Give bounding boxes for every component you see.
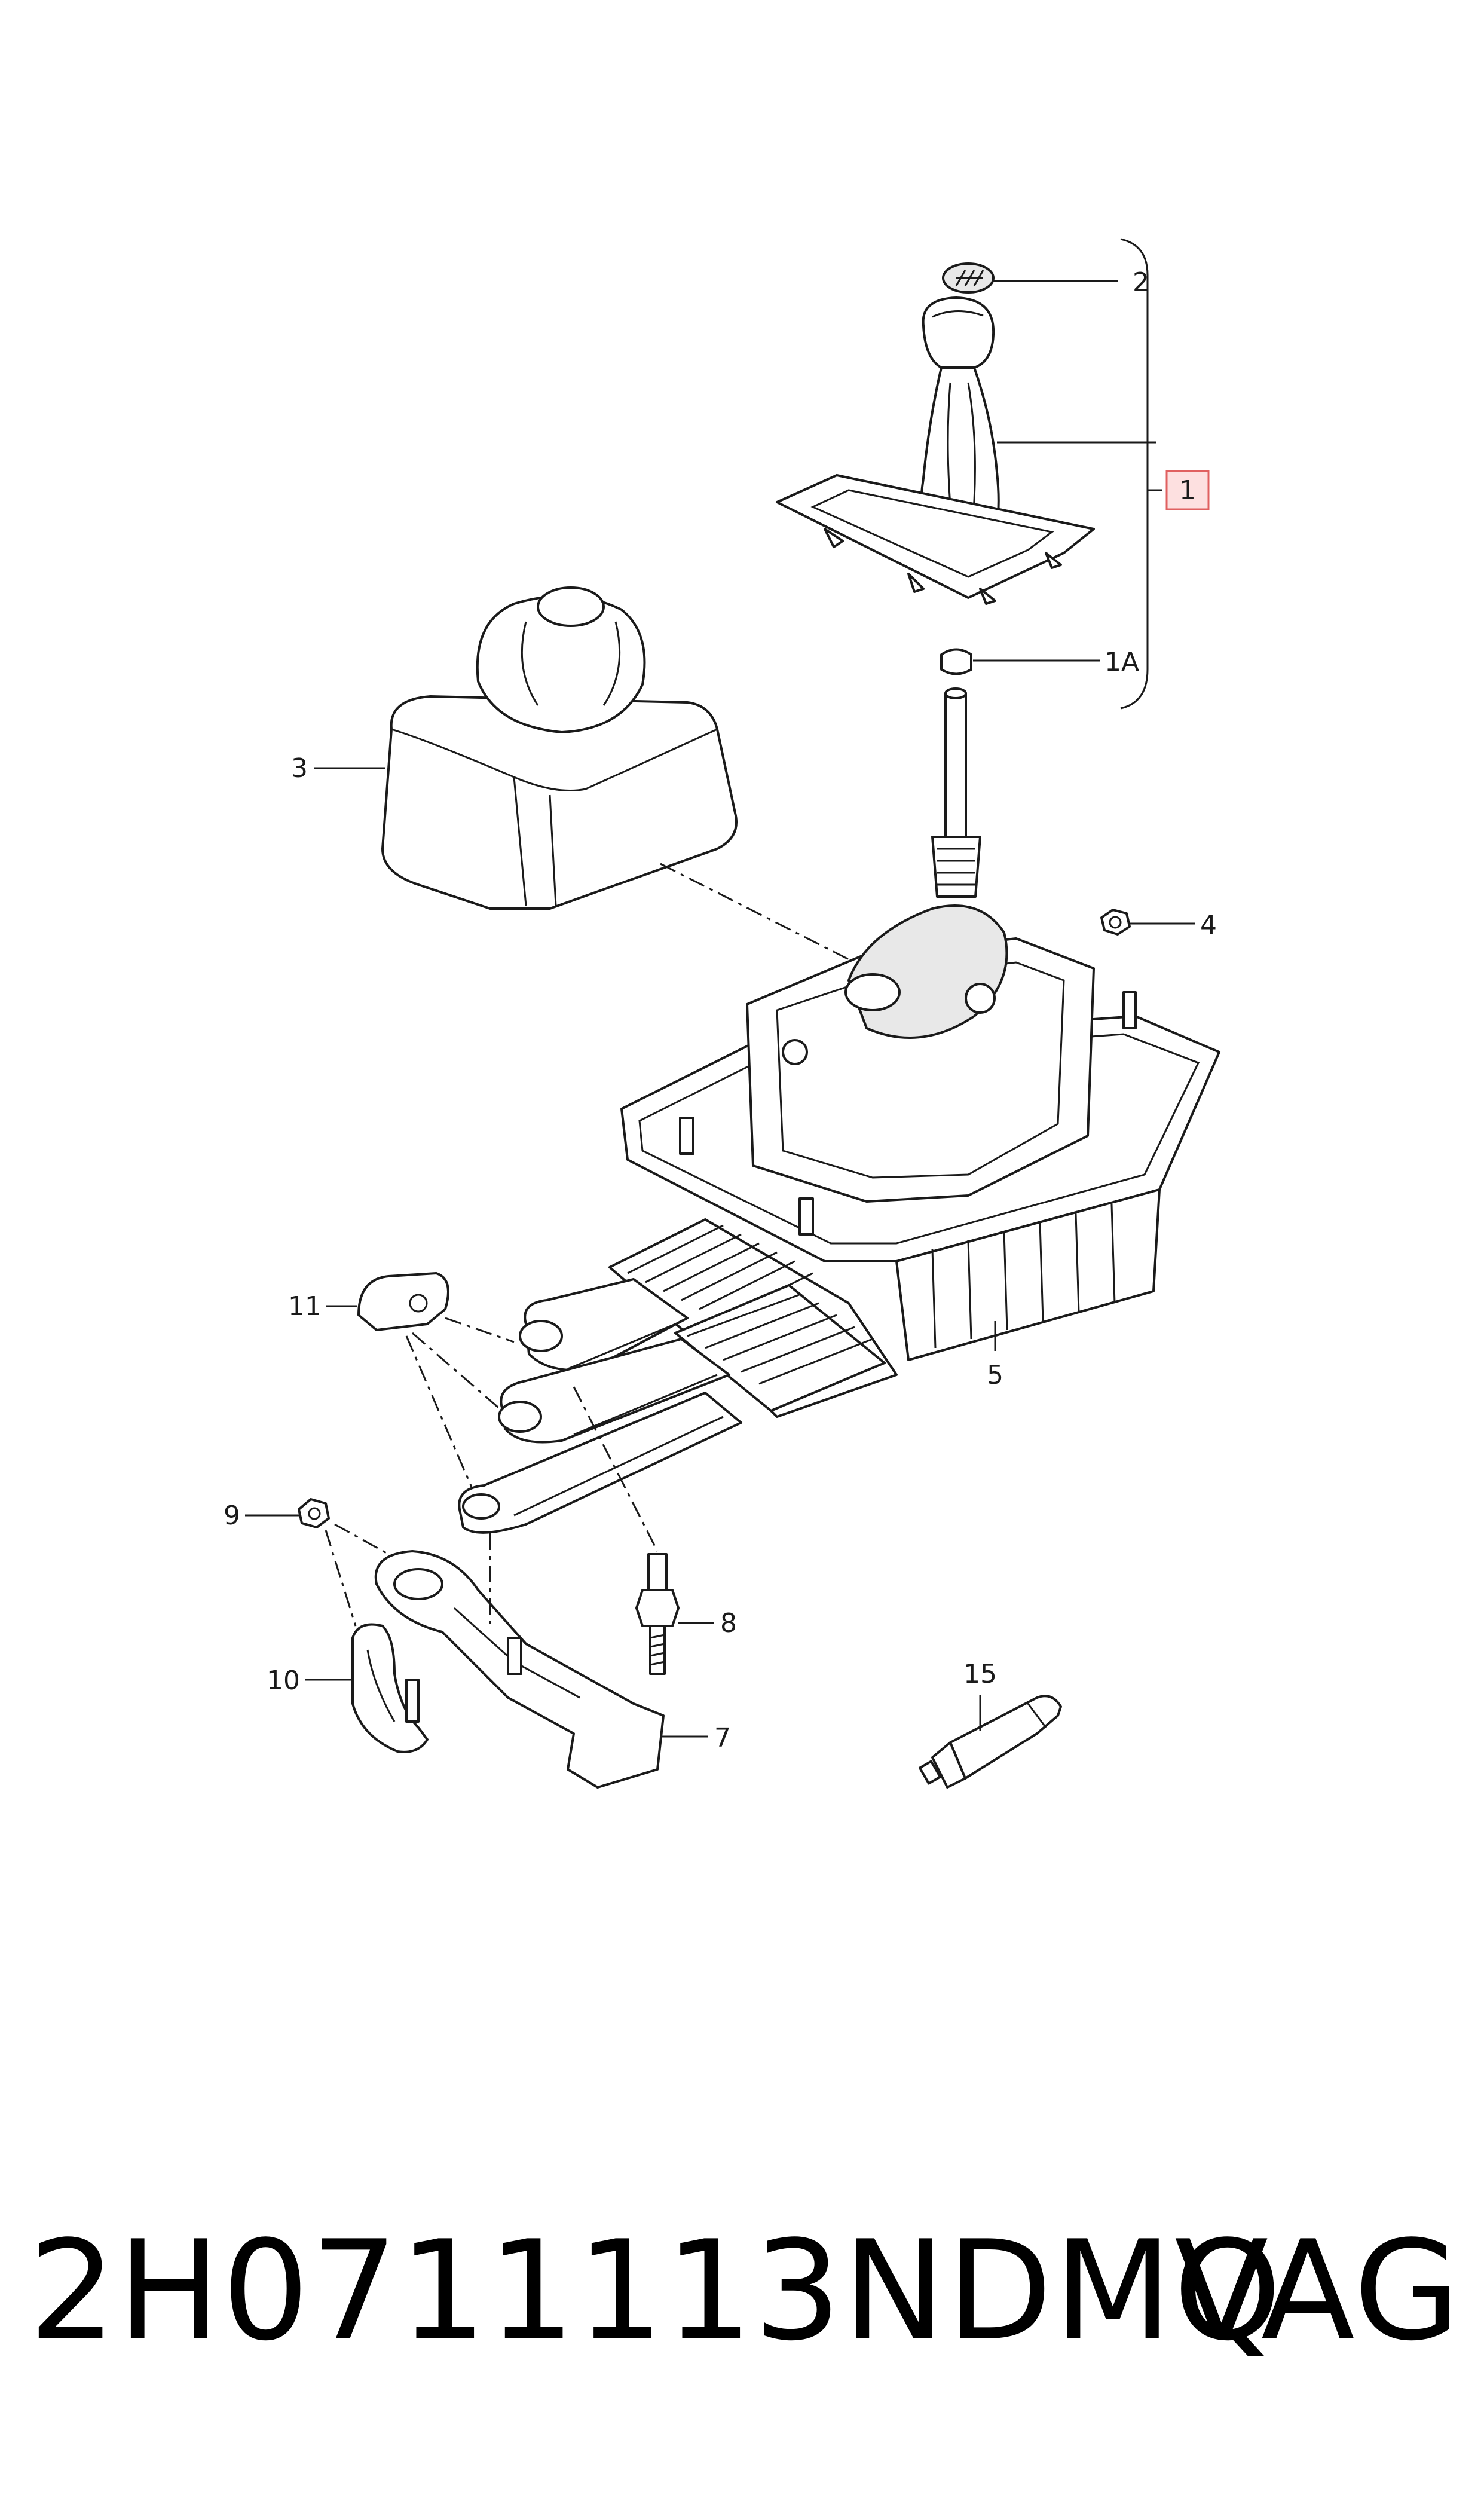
group-bracket bbox=[1120, 238, 1149, 710]
cover-alignment-line bbox=[660, 863, 855, 964]
brand-label: VAG bbox=[1174, 2212, 1462, 2371]
part-2-shift-emblem bbox=[942, 262, 1118, 294]
part-15-grease-tube bbox=[918, 1695, 1062, 1789]
part-1-callout-box bbox=[1165, 470, 1210, 510]
callout-4: 4 bbox=[1200, 910, 1217, 940]
callout-3: 3 bbox=[291, 753, 308, 784]
callout-11: 11 bbox=[288, 1291, 322, 1322]
part-1a-clip bbox=[940, 648, 1100, 675]
part-1-gear-knob-with-boot bbox=[776, 296, 1156, 605]
part-number-label: 2H0711113NDMQ bbox=[29, 2212, 1283, 2371]
shift-lever-rod bbox=[931, 687, 981, 898]
shift-cable-rods bbox=[458, 1278, 742, 1534]
part-11-clip bbox=[326, 1272, 515, 1489]
part-8-stud-bolt bbox=[573, 1386, 714, 1675]
callout-5: 5 bbox=[987, 1360, 1003, 1390]
callout-9: 9 bbox=[224, 1500, 240, 1531]
part-4-nut bbox=[1100, 909, 1195, 936]
part-10-bracket bbox=[305, 1623, 429, 1753]
footer-caption: 2H0711113NDMQ VAG bbox=[0, 2212, 1484, 2391]
callout-2: 2 bbox=[1133, 267, 1149, 298]
callout-15: 15 bbox=[963, 1659, 997, 1689]
part-7-selector-lever bbox=[374, 1533, 708, 1789]
exploded-parts-diagram: 1 bbox=[224, 238, 1220, 1789]
part-3-cover bbox=[314, 586, 738, 910]
callout-1a: 1A bbox=[1104, 647, 1139, 677]
part-5-shift-housing bbox=[608, 904, 1220, 1418]
callout-7: 7 bbox=[714, 1723, 731, 1753]
callout-1: 1 bbox=[1179, 475, 1196, 506]
part-9-nut bbox=[245, 1498, 389, 1627]
callout-10: 10 bbox=[267, 1665, 300, 1696]
callout-8: 8 bbox=[720, 1608, 737, 1638]
